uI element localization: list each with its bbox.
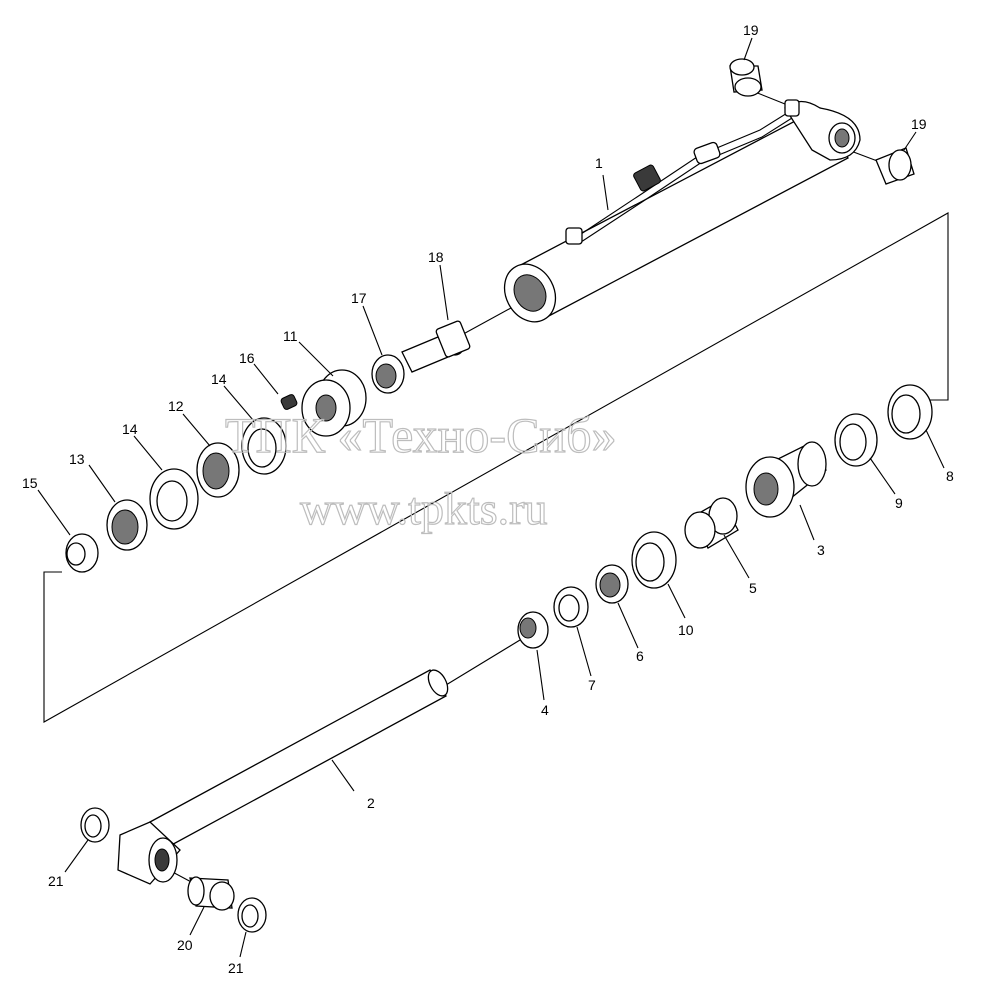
watermark: ТПК «Техно-Сиб» www.tpkts.ru: [224, 406, 617, 534]
callout-19-upper: 19: [743, 22, 759, 38]
part-4-ring: [517, 611, 549, 649]
part-11-piston: [301, 369, 367, 437]
callout-5: 5: [749, 580, 757, 596]
callout-14-lower: 14: [122, 421, 138, 437]
part-1-cylinder-body: [503, 99, 861, 323]
part-15-ring: [65, 533, 99, 573]
part-19-bushing-upper: [729, 58, 763, 97]
callout-leaders: [37, 37, 945, 958]
callout-1: 1: [595, 155, 603, 171]
part-21-washer-left: [80, 807, 110, 843]
part-12-ring: [196, 442, 240, 498]
callout-20: 20: [177, 937, 193, 953]
part-14-ring-upper: [241, 417, 287, 475]
callout-11: 11: [283, 328, 298, 344]
callout-2: 2: [367, 795, 375, 811]
part-6-ring: [595, 564, 629, 604]
part-18-fitting: [401, 320, 471, 373]
part-19-bushing-right: [875, 147, 915, 185]
callout-7: 7: [588, 677, 596, 693]
part-3-gland: [745, 441, 827, 518]
part-10-ring: [631, 531, 677, 589]
watermark-company: ТПК «Техно-Сиб»: [225, 407, 617, 463]
part-16-set-screw: [280, 394, 298, 410]
part-5-bushing: [684, 497, 739, 549]
callout-6: 6: [636, 648, 644, 664]
callout-4: 4: [541, 702, 549, 718]
callout-15: 15: [22, 475, 38, 491]
callout-13: 13: [69, 451, 85, 467]
callout-21-left: 21: [48, 873, 64, 889]
callout-3: 3: [817, 542, 825, 558]
callout-18: 18: [428, 249, 444, 265]
watermark-url: www.tpkts.ru: [300, 483, 547, 534]
callout-17: 17: [351, 290, 367, 306]
part-7-ring: [553, 586, 589, 628]
callout-21-right: 21: [228, 960, 244, 976]
callout-19-right: 19: [911, 116, 927, 132]
part-14-ring-lower: [149, 468, 199, 530]
callout-8: 8: [946, 468, 954, 484]
callout-10: 10: [678, 622, 694, 638]
callout-9: 9: [895, 495, 903, 511]
callout-16: 16: [239, 350, 255, 366]
callout-14-upper: 14: [211, 371, 227, 387]
part-21-washer-right: [237, 897, 267, 933]
part-17-ring: [371, 354, 405, 394]
part-9-ring: [834, 413, 878, 467]
part-8-ring: [887, 384, 933, 440]
part-13-ring: [106, 499, 148, 551]
callout-12: 12: [168, 398, 184, 414]
part-2-rod: [117, 669, 449, 885]
part-20-bushing: [187, 876, 235, 911]
callout-labels: 1 2 3 4 5 6 7 8 9 10 11 12 13 14 14 15 1…: [22, 22, 954, 976]
